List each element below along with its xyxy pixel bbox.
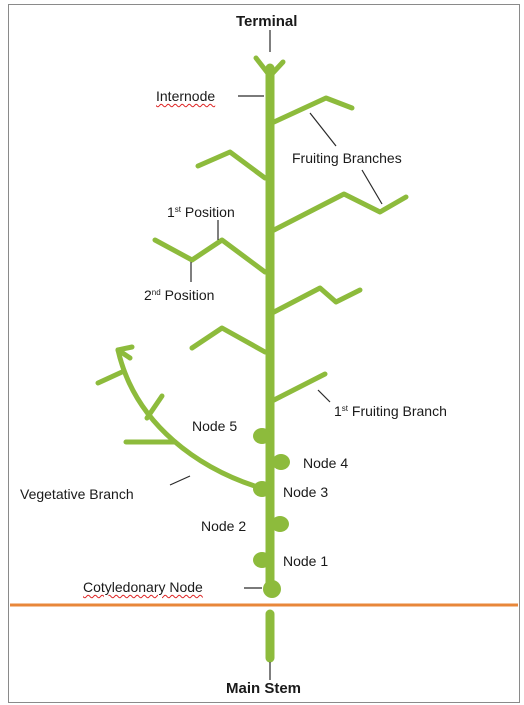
label-node-5: Node 5 — [192, 418, 238, 434]
fruiting-branch-upper-right — [271, 95, 355, 125]
leader-first-fruiting — [317, 389, 331, 403]
fruiting-branch-lower-left — [189, 325, 268, 355]
first-fruiting-sup: st — [341, 404, 349, 413]
leader-fruiting-a — [309, 112, 337, 147]
node-4 — [272, 454, 290, 470]
label-terminal: Terminal — [236, 13, 298, 30]
terminal-bud — [253, 55, 286, 79]
second-position-text: Position — [160, 287, 215, 303]
fruiting-branch-mid-right — [271, 191, 409, 233]
label-vegetative-branch: Vegetative Branch — [20, 486, 134, 502]
label-node-3: Node 3 — [283, 484, 329, 500]
vegetative-twig-top2 — [115, 344, 135, 353]
second-position-sup: nd — [151, 288, 161, 297]
node-2 — [271, 516, 289, 532]
label-cotyledonary-node: Cotyledonary Node — [83, 579, 203, 595]
first-fruiting-num: 1 — [334, 403, 342, 419]
label-node-2: Node 2 — [201, 518, 247, 534]
vegetative-branch — [115, 347, 267, 492]
first-position-sup: st — [174, 205, 182, 214]
first-position-text: Position — [181, 204, 235, 220]
fruiting-branch-lower-right — [271, 285, 363, 315]
first-position-num: 1 — [167, 204, 175, 220]
fruiting-branch-upper-left — [195, 149, 268, 181]
first-fruiting-branch — [271, 371, 328, 403]
label-node-4: Node 4 — [303, 455, 349, 471]
label-fruiting-branches: Fruiting Branches — [292, 150, 402, 166]
leader-vegetative — [169, 475, 191, 486]
label-first-fruiting-branch: 1st Fruiting Branch — [334, 403, 447, 419]
vegetative-twig-1 — [95, 369, 125, 386]
label-node-1: Node 1 — [283, 553, 329, 569]
label-first-position: 1st Position — [167, 204, 235, 220]
label-internode: Internode — [156, 88, 216, 104]
fruiting-branch-positions — [152, 237, 268, 275]
leader-fruiting-b — [361, 169, 383, 205]
node-1 — [253, 552, 271, 568]
second-position-num: 2 — [144, 287, 152, 303]
cotyledonary-node — [263, 580, 281, 598]
first-fruiting-text: Fruiting Branch — [348, 403, 447, 419]
vegetative-twig-2 — [144, 393, 165, 421]
node-3 — [253, 481, 271, 497]
label-main-stem: Main Stem — [226, 680, 302, 697]
node-5 — [253, 428, 271, 444]
diagram-frame — [8, 4, 520, 703]
label-second-position: 2nd Position — [144, 287, 214, 303]
